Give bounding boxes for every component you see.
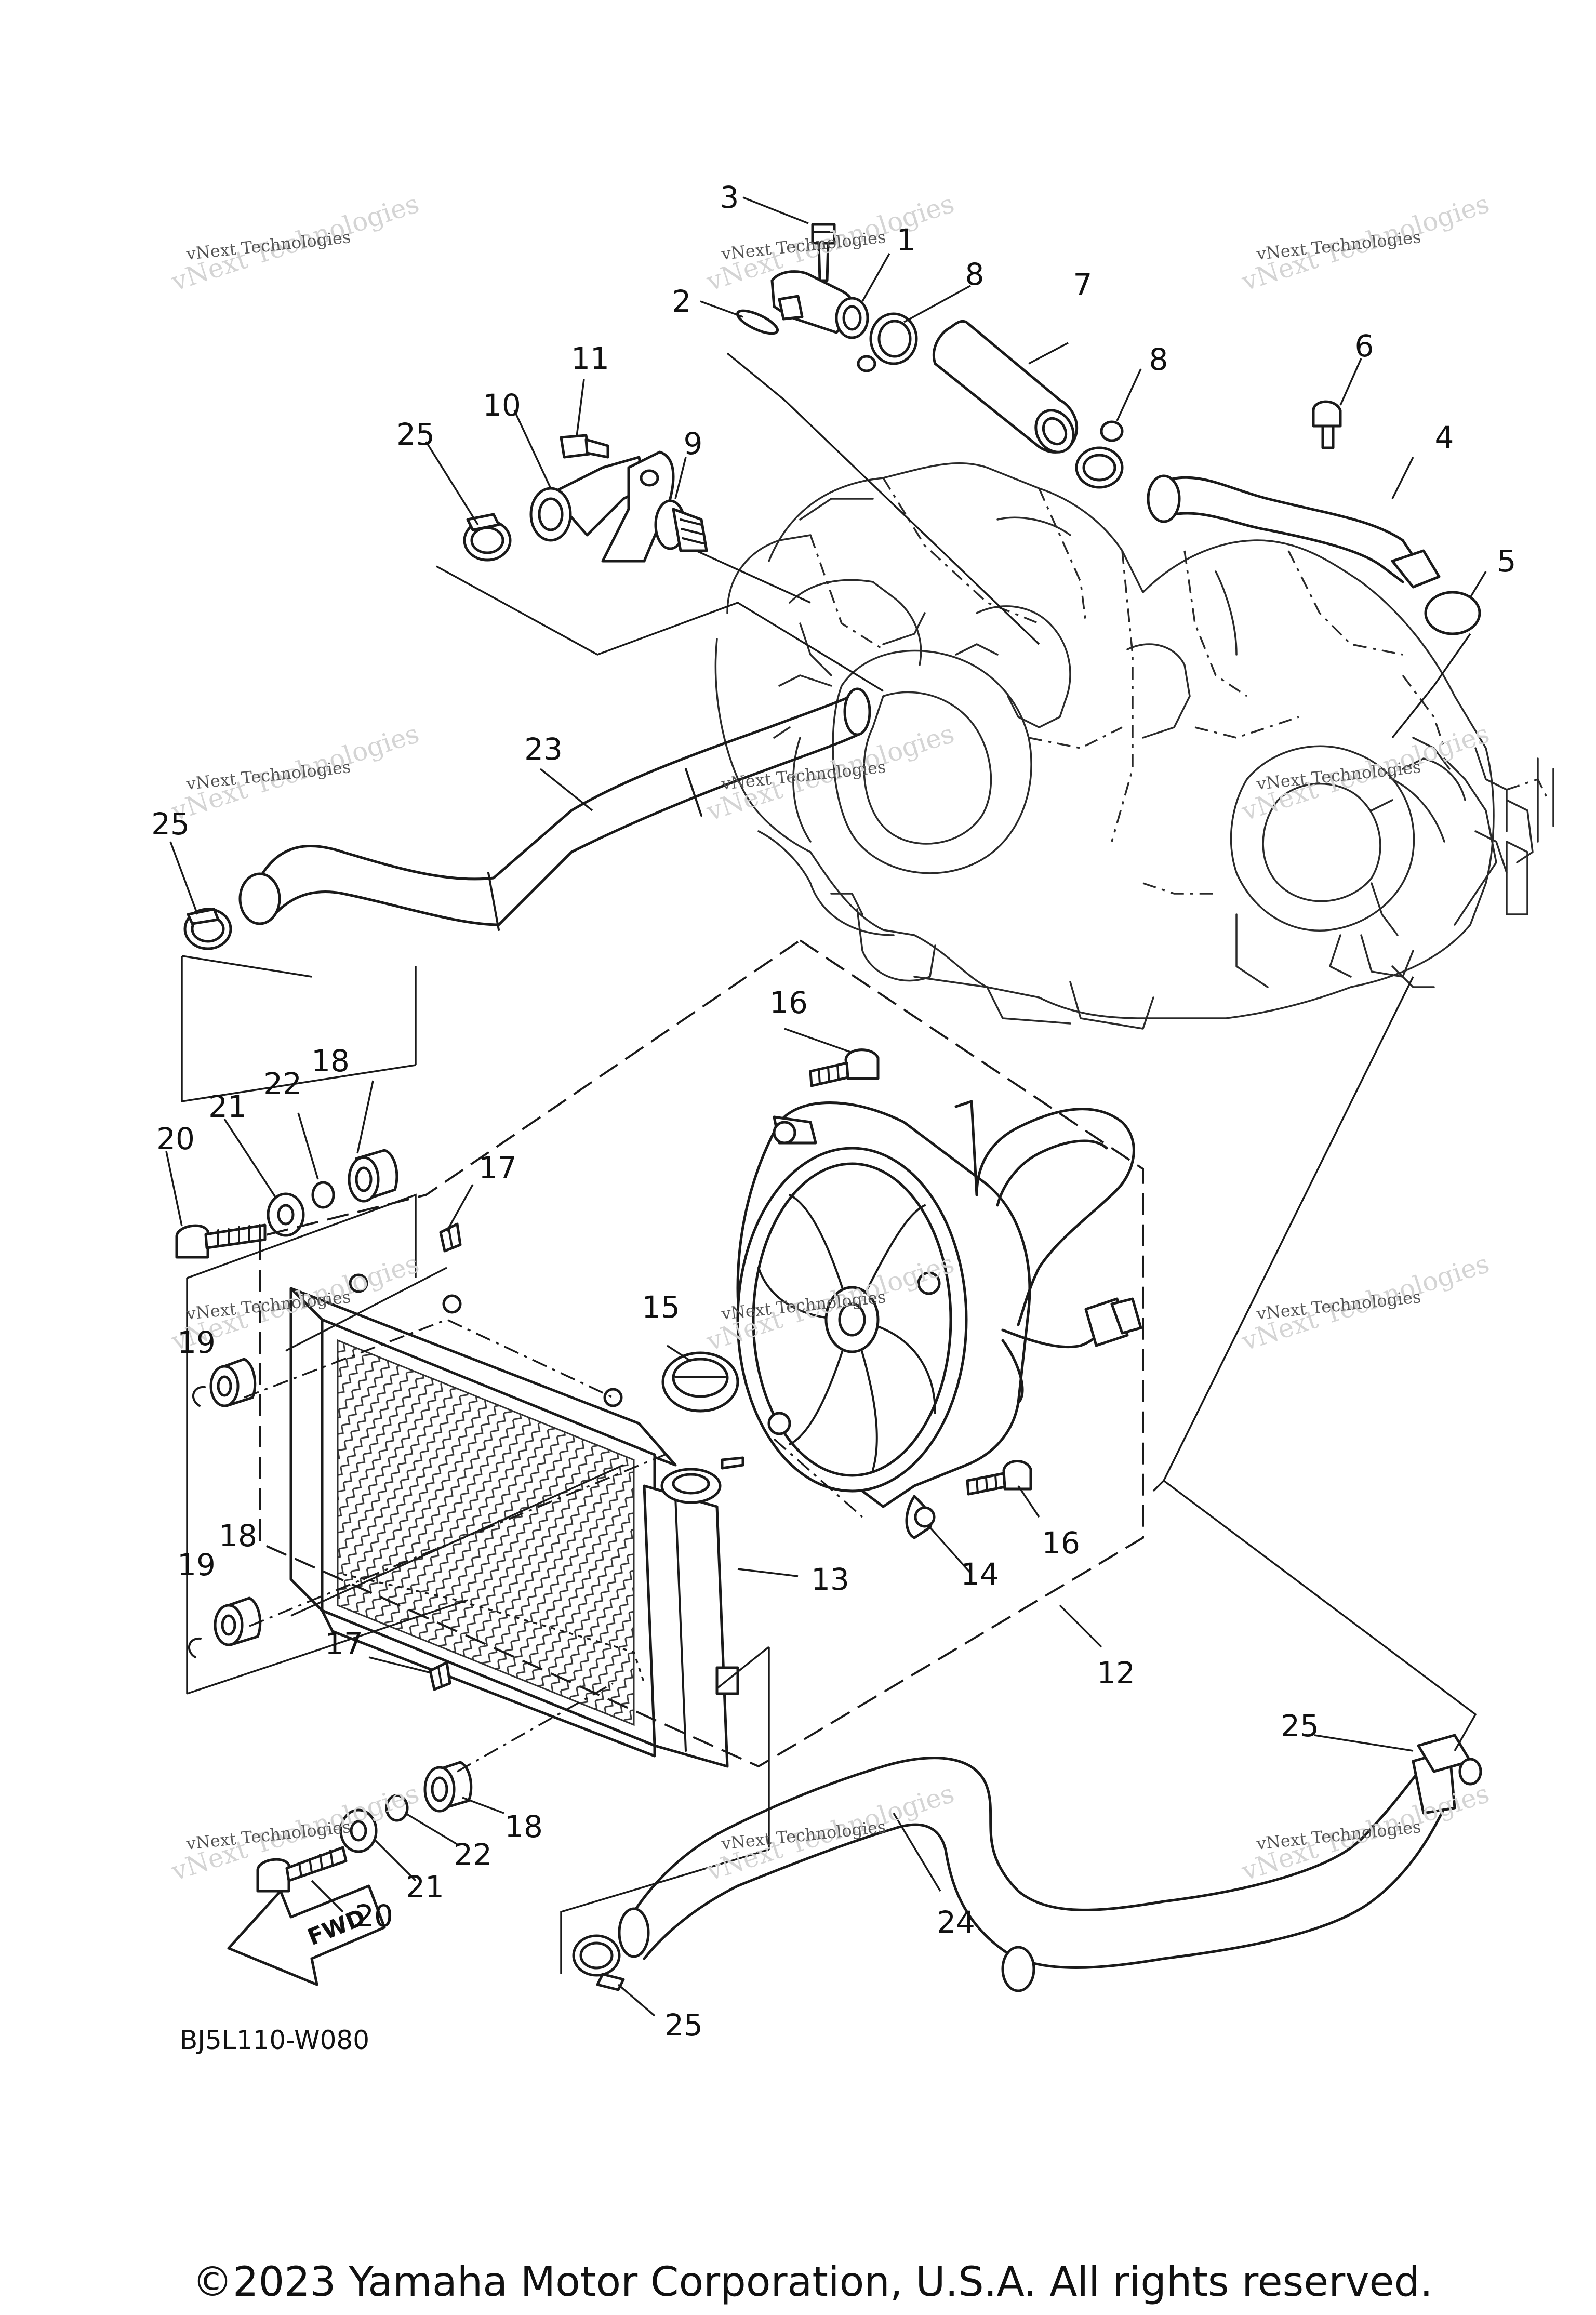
radiator (289, 1273, 744, 1768)
callout-20b: 20 (355, 1898, 393, 1934)
callout-25a: 25 (396, 417, 435, 452)
callout-13: 13 (811, 1562, 849, 1597)
callout-18a: 18 (311, 1043, 350, 1079)
hose-clamp (572, 1934, 625, 1991)
callout-16a: 16 (769, 985, 808, 1020)
bolt (809, 1048, 880, 1087)
callout-19a: 19 (177, 1325, 216, 1360)
fan-motor-assembly (736, 1100, 1142, 1539)
callout-8b: 8 (1149, 342, 1168, 377)
callout-9: 9 (684, 426, 703, 461)
callout-3: 3 (720, 180, 739, 215)
clip (192, 1386, 206, 1407)
callout-20a: 20 (156, 1121, 195, 1156)
callout-15: 15 (642, 1289, 680, 1325)
callout-25c: 25 (1281, 1708, 1319, 1744)
reference-lines (165, 196, 1487, 2017)
callout-12: 12 (1097, 1655, 1135, 1691)
callout-23: 23 (524, 731, 563, 767)
washer (339, 1808, 378, 1853)
water-pump-outlet-pipe (1147, 474, 1441, 589)
clip (188, 1637, 202, 1658)
thermostat-cover-fitting (770, 270, 869, 339)
callout-21a: 21 (208, 1089, 247, 1124)
callout-2: 2 (672, 284, 691, 319)
air-bleed-bolt (811, 223, 836, 282)
callout-16b: 16 (1042, 1525, 1080, 1561)
nut (439, 1222, 462, 1253)
hose-clamp (1417, 1734, 1482, 1786)
callout-8a: 8 (965, 257, 985, 292)
callout-1: 1 (897, 222, 916, 258)
callout-21b: 21 (406, 1869, 444, 1905)
damper (423, 1761, 473, 1813)
copyright-notice: ©2023 Yamaha Motor Corporation, U.S.A. A… (192, 2259, 1433, 2306)
radiator-outlet-hose (618, 1749, 1456, 1992)
radiator-hose (238, 687, 871, 931)
hose-clamp (183, 908, 232, 950)
callout-19b: 19 (177, 1547, 216, 1582)
damper (214, 1596, 262, 1646)
damper (348, 1149, 398, 1203)
engine-outline (714, 462, 1554, 1030)
hose-clamp (1075, 420, 1124, 489)
callout-22a: 22 (263, 1066, 302, 1101)
diagram-code: BJ5L110-W080 (180, 2025, 370, 2055)
callout-24: 24 (937, 1905, 975, 1940)
callout-10: 10 (483, 388, 521, 423)
callout-5: 5 (1497, 543, 1517, 579)
bolt (256, 1846, 348, 1893)
washer (267, 1192, 305, 1237)
callout-18c: 18 (504, 1809, 543, 1844)
radiator-inlet-hose (932, 320, 1079, 454)
thermostat (654, 499, 708, 552)
collar (385, 1794, 409, 1822)
callout-labels: 1 2 3 4 5 6 7 8 8 9 10 11 12 13 14 15 16… (151, 180, 1516, 2043)
hose-clamp (463, 513, 512, 562)
callout-4: 4 (1435, 420, 1454, 455)
o-ring (736, 309, 779, 335)
o-ring (1424, 591, 1481, 635)
collar (311, 1181, 335, 1209)
hose-clamp (857, 312, 918, 372)
radiator-cap (661, 1351, 739, 1413)
callout-22b: 22 (454, 1837, 492, 1872)
nut (429, 1661, 451, 1691)
callout-25d: 25 (664, 2007, 703, 2043)
callout-18b: 18 (219, 1518, 257, 1553)
callout-7: 7 (1073, 267, 1093, 302)
callout-17a: 17 (478, 1150, 517, 1186)
bolt (966, 1460, 1032, 1496)
callout-14: 14 (961, 1556, 999, 1592)
callout-11: 11 (571, 341, 609, 376)
bolt (175, 1223, 267, 1259)
callout-6: 6 (1355, 328, 1374, 364)
thermostat-housing (529, 450, 675, 563)
bolt (560, 434, 609, 459)
callout-25b: 25 (151, 806, 190, 842)
callout-17b: 17 (325, 1626, 363, 1661)
damper (209, 1358, 257, 1407)
bolt (1312, 400, 1342, 449)
